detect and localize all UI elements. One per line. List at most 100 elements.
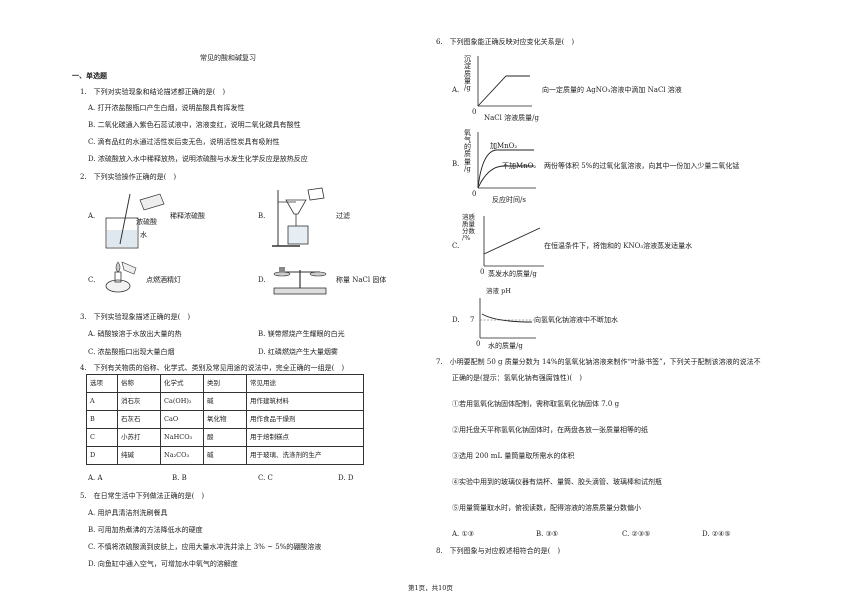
table-cell: 小苏打: [117, 428, 161, 447]
q6-c-ylabel: 溶质 质量 分数 /%: [462, 213, 475, 243]
q4-option-a: A. A: [88, 474, 103, 482]
table-cell: Ca(OH)₂: [160, 392, 204, 411]
q6-option-d-letter: D.: [452, 316, 460, 324]
q6-a-desc: 向一定质量的 AgNO₃溶液中滴加 NaCl 溶液: [542, 86, 682, 94]
q6-d-ylabel: 溶液 pH: [486, 287, 511, 295]
q7-statement-3: ③选用 200 mL 量筒量取所需水的体积: [452, 452, 575, 460]
q2-a-label-water: 水: [140, 231, 147, 239]
q6-d-xlabel: 水的质量/g: [488, 342, 523, 350]
q2-option-b-letter: B.: [258, 212, 266, 220]
ylabel-line: 溶质: [462, 213, 475, 221]
right-column: 6. 下列图象能正确反映对应变化关系是( ) A. 沉 淀 质 量 /g 0 N…: [436, 0, 796, 608]
ylabel-char: 淀: [464, 62, 471, 71]
ylabel-char: 量: [464, 77, 471, 86]
q2-a-label-acid: 浓硫酸: [136, 218, 157, 226]
q6-a-origin: 0: [472, 108, 477, 116]
q3-option-c: C. 浓盐酸瓶口出现大量白烟: [88, 348, 175, 356]
table-cell: 酸: [203, 428, 247, 447]
q1-option-c: C. 滴有品红的水通过活性炭后变无色，说明活性炭具有吸附性: [88, 138, 280, 146]
q2-option-c-letter: C.: [88, 276, 96, 284]
table-header: 化学式: [160, 374, 204, 393]
q6-b-ylabel: 氧 气 的 质 量 /g: [464, 129, 471, 173]
table-cell: C: [86, 428, 118, 447]
table-cell: 用作食品干燥剂: [246, 410, 364, 429]
q6-option-a-letter: A.: [452, 86, 460, 94]
table-cell: NaHCO₃: [160, 428, 204, 447]
q4-option-d: D. D: [338, 474, 354, 482]
q6-a-xlabel: NaCl 溶液质量/g: [484, 114, 539, 122]
q2-stem: 2. 下列实验操作正确的是( ): [80, 173, 177, 181]
table-cell: 碱: [203, 392, 247, 411]
ylabel-char: 沉: [464, 55, 471, 63]
q1-option-a: A. 打开浓盐酸瓶口产生白烟，说明盐酸具有挥发性: [88, 104, 245, 112]
table-cell: A: [86, 392, 118, 411]
ylabel-line: 分数: [462, 227, 475, 236]
table-cell: 用于玻璃、洗涤剂的生产: [246, 446, 364, 465]
table-cell: 碱: [203, 446, 247, 465]
left-column: 一、单选题 1. 下列对实验现象和结论描述都正确的是( ) A. 打开浓盐酸瓶口…: [72, 0, 432, 608]
q2-c-caption: 点燃酒精灯: [146, 276, 181, 284]
q5-option-a: A. 用炉具清洁剂洗刷餐具: [88, 509, 168, 517]
q3-option-a: A. 硝酸铵溶于水放出大量的热: [88, 330, 182, 338]
ylabel-char: 质: [464, 69, 471, 78]
ylabel-char: 气: [464, 136, 471, 145]
graph-b: [477, 132, 536, 189]
table-row: D 纯碱 Na₂CO₃ 碱 用于玻璃、洗涤剂的生产: [86, 446, 364, 465]
table-cell: 用于焙制糕点: [246, 428, 364, 447]
table-cell: CaO: [160, 410, 204, 429]
table-cell: B: [86, 410, 118, 429]
table-cell: Na₂CO₃: [160, 446, 204, 465]
q8-stem: 8. 下列图象与对应叙述相符合的是( ): [436, 547, 561, 555]
q6-c-xlabel: 蒸发水的质量/g: [488, 270, 537, 278]
q7-option-d: D. ②④⑤: [702, 530, 731, 538]
section-heading: 一、单选题: [72, 71, 107, 80]
table-row: A 消石灰 Ca(OH)₂ 碱 用作建筑材料: [86, 392, 364, 411]
q7-statement-1: ①若用氢氧化钠固体配制，需称取氢氧化钠固体 7.0 g: [452, 400, 620, 408]
q2-d-caption: 称量 NaCl 固体: [336, 276, 387, 284]
dilution-illustration: [105, 193, 165, 249]
alcohol-lamp-illustration: [105, 261, 137, 293]
table-header: 常见用途: [246, 374, 364, 393]
q7-statement-4: ④实验中用到的玻璃仪器有烧杯、量筒、胶头滴管、玻璃棒和试剂瓶: [452, 478, 662, 486]
table-header: 类别: [203, 374, 247, 393]
filtration-illustration: [272, 187, 325, 247]
q4-stem: 4. 下列有关物质的俗称、化学式、类别及常见用途的说法中，完全正确的一组是( ): [80, 364, 345, 372]
q5-option-c: C. 不慎将浓硫酸滴到皮肤上，应用大量水冲洗并涂上 3% ~ 5%的硼酸溶液: [88, 543, 322, 551]
q7-stem-line1: 7. 小明要配制 50 g 质量分数为 14%的氢氧化钠溶液来制作“叶脉书签”，…: [436, 358, 761, 366]
ylabel-char: 质: [464, 150, 471, 159]
q7-statement-5: ⑤用量筒量取水时，俯视读数，配得溶液的溶质质量分数偏小: [452, 504, 641, 512]
q4-table: 选项 俗称 化学式 类别 常见用途 A 消石灰 Ca(OH)₂ 碱 用作建筑材料…: [86, 374, 364, 465]
q6-a-ylabel: 沉 淀 质 量 /g: [464, 55, 471, 93]
graph-a: [477, 56, 532, 107]
q5-stem: 5. 在日常生活中下列做法正确的是( ): [80, 492, 205, 500]
ylabel-char: /g: [464, 164, 471, 173]
table-cell: D: [86, 446, 118, 465]
q4-option-c: C. C: [258, 474, 273, 482]
q7-option-c: C. ②③⑤: [622, 530, 651, 538]
ylabel-char: 的: [464, 143, 471, 152]
q6-b-curve-label-1: 加MnO₂: [490, 142, 518, 150]
q1-stem: 1. 下列对实验现象和结论描述都正确的是( ): [80, 88, 226, 96]
table-cell: 消石灰: [117, 392, 161, 411]
ylabel-char: /g: [464, 84, 471, 93]
balance-illustration: [273, 267, 327, 295]
table-header-row: 选项 俗称 化学式 类别 常见用途: [86, 374, 364, 393]
q6-option-b-letter: B.: [452, 160, 460, 168]
q6-b-desc: 两份等体积 5%的过氧化氢溶液，向其中一份加入少量二氧化锰: [544, 162, 740, 170]
table-header: 俗称: [117, 374, 161, 393]
graph-c: [483, 216, 544, 267]
document-title: 常见的酸和碱复习: [200, 54, 256, 62]
ylabel-char: 氧: [464, 129, 471, 137]
q3-option-d: D. 红磷燃烧产生大量烟雾: [258, 348, 338, 356]
q1-option-d: D. 浓硫酸放入水中稀释放热，说明浓硫酸与水发生化学反应是放热反应: [88, 155, 308, 163]
q2-option-a-letter: A.: [88, 212, 96, 220]
q7-statement-2: ②用托盘天平称氢氧化钠固体时，在两盘各放一张质量相等的纸: [452, 426, 648, 434]
ylabel-line: 质量: [462, 220, 475, 229]
q1-option-b: B. 二氧化碳通入紫色石蕊试液中，溶液变红，说明二氧化碳具有酸性: [88, 121, 301, 129]
q5-option-d: D. 向鱼缸中通入空气，可增加水中氧气的溶解度: [88, 560, 238, 568]
table-row: C 小苏打 NaHCO₃ 酸 用于焙制糕点: [86, 428, 364, 447]
q6-stem: 6. 下列图象能正确反映对应变化关系是( ): [436, 38, 575, 46]
q7-stem-line2: 正确的是(提示：氢氧化钠有强腐蚀性)( ): [452, 374, 582, 382]
q4-option-b: B. B: [172, 474, 187, 482]
q6-d-origin: 0: [476, 340, 481, 348]
